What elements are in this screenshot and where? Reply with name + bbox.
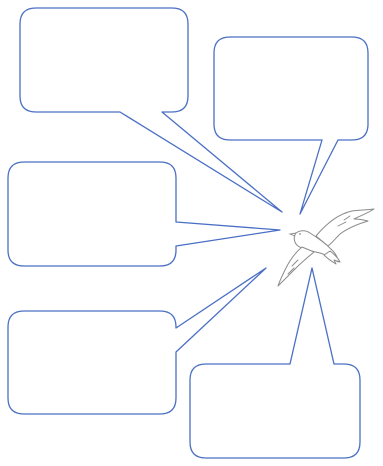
callout-top-right-shape (214, 37, 368, 214)
seagull-outline-icon (278, 209, 374, 286)
callout-bottom-right (190, 268, 360, 458)
callout-top-right (214, 37, 368, 214)
seagull-upper-wing (316, 209, 374, 246)
callout-bottom-right-shape (190, 268, 360, 458)
seagull-eye (299, 233, 301, 235)
